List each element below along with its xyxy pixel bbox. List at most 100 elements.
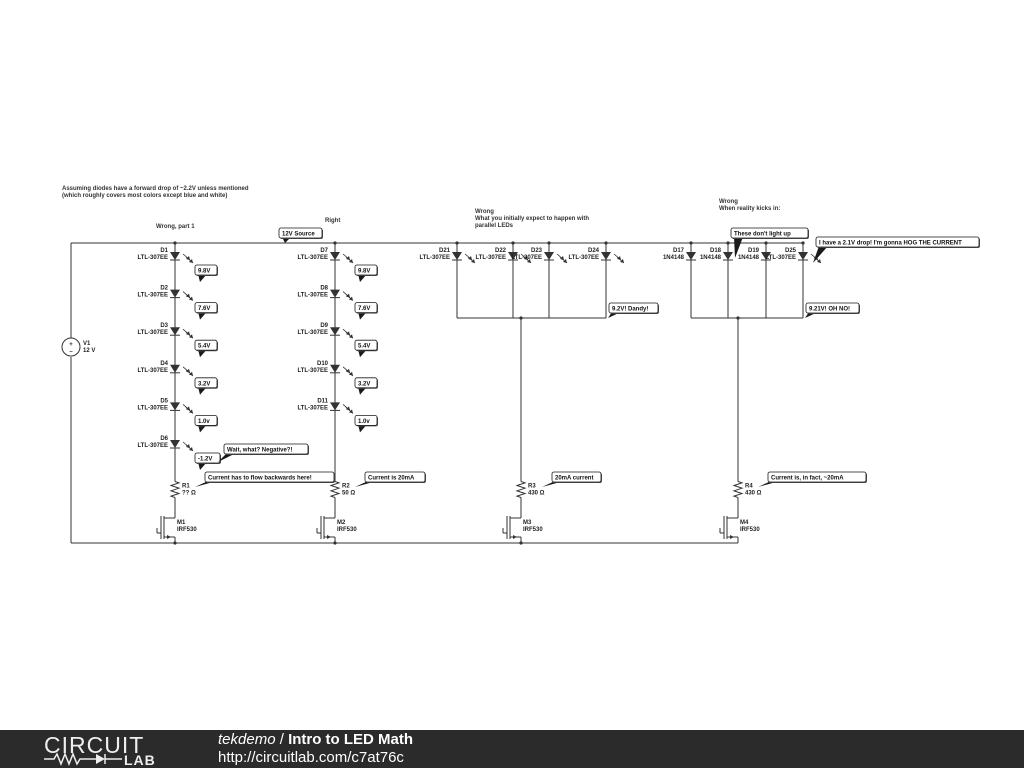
source-value: 12 V [83, 348, 95, 354]
assumption-note-line2: (which roughly covers most colors except… [62, 193, 227, 199]
diode-name-d4: D4 [160, 361, 168, 367]
heading-wrong-part1: Wrong, part 1 [156, 224, 195, 230]
callout-pointer [218, 453, 236, 462]
diode-name-d2: D2 [160, 286, 168, 292]
junction-dot [333, 241, 337, 245]
diode-symbol-d25 [798, 252, 808, 260]
voltage-source-symbol [61, 337, 81, 357]
diode-symbol-d22 [508, 252, 518, 260]
diode-name-d18: D18 [710, 248, 722, 254]
diode-symbol-d3 [170, 327, 180, 336]
junction-dot [801, 241, 805, 245]
diode-part-d17: 1N4148 [663, 255, 685, 261]
mosfet-part: IRF530 [337, 527, 357, 533]
led-ray-arrowhead [189, 334, 193, 339]
resistor-symbol-r1 [169, 481, 181, 498]
mosfet-name: M2 [337, 520, 346, 526]
diode-symbol-d2 [170, 289, 180, 298]
callout-hog-text: I have a 2.1V drop! I'm gonna HOG THE CU… [819, 241, 962, 247]
callout-oh-no [805, 302, 860, 314]
diode-part-d10: LTL-307EE [297, 368, 328, 374]
diode-part-d8: LTL-307EE [297, 293, 328, 299]
callout-12v-source [278, 227, 323, 239]
heading-wrong-parallel: Wrong [475, 209, 494, 215]
heading-right: Right [325, 218, 340, 224]
schematic-svg: +– Assuming diodes have a forward drop o… [61, 186, 980, 545]
callout-no-light-text: These don't light up [734, 232, 791, 238]
led-ray-arrowhead [349, 371, 353, 376]
callout-r2-text: Current is 20mA [368, 476, 415, 482]
junction-dot [173, 241, 177, 245]
diode-part-d21: LTL-307EE [419, 255, 450, 261]
heading-wrong-reality-line1: When reality kicks in: [719, 206, 780, 212]
project-user-link[interactable]: tekdemo [218, 731, 276, 748]
diode-part-d19: 1N4148 [738, 255, 760, 261]
led-ray-arrowhead [349, 334, 353, 339]
callout-d4-text: 3.2V [198, 381, 210, 387]
callout-r2 [364, 471, 426, 483]
mosfet-name: M1 [177, 520, 186, 526]
diode-part-d2: LTL-307EE [137, 293, 168, 299]
callout-hog [815, 236, 980, 248]
callout-d1 [194, 264, 218, 276]
assumption-note-line1: Assuming diodes have a forward drop of ~… [62, 186, 249, 192]
diode-symbol-d6 [170, 440, 180, 448]
led-ray-arrowhead [189, 409, 193, 414]
mosfet-name: M3 [523, 520, 532, 526]
led-light-icon [182, 253, 194, 264]
diode-name-d24: D24 [588, 248, 600, 254]
led-light-icon [556, 253, 568, 264]
diode-symbol-d1 [170, 252, 180, 260]
junction-dot [511, 241, 515, 245]
diode-name-d22: D22 [495, 248, 507, 254]
led-ray-arrowhead [524, 256, 528, 260]
led-light-icon [342, 291, 354, 301]
source-minus-icon: – [69, 349, 73, 355]
callout-d3 [194, 339, 218, 351]
diode-part-d24: LTL-307EE [568, 255, 599, 261]
led-ray-arrowhead [346, 331, 350, 336]
led-ray-arrowhead [346, 368, 350, 373]
diode-symbol-d11 [330, 402, 340, 411]
callout-dandy-text: 9.2V! Dandy! [612, 307, 648, 313]
mosfet-part: IRF530 [523, 527, 543, 533]
resistor-value: 430 Ω [528, 491, 545, 497]
junction-dot [736, 316, 740, 320]
diode-symbol-d8 [330, 289, 340, 298]
led-ray-arrowhead [186, 368, 190, 373]
junction-dot [604, 241, 608, 245]
components: +– [61, 227, 980, 545]
callout-negative-text: Wait, what? Negative?! [227, 448, 292, 454]
footer-bar [0, 730, 1024, 768]
led-ray-arrowhead [560, 256, 564, 260]
diode-name-d3: D3 [160, 323, 168, 329]
wires [70, 242, 804, 544]
callout-r4 [767, 471, 867, 483]
diode-symbol-d4 [170, 364, 180, 373]
callout-d6-text: -1.2V [198, 457, 212, 463]
diode-part-d4: LTL-307EE [137, 368, 168, 374]
callout-pointer [813, 246, 828, 263]
callout-d2 [194, 302, 218, 314]
led-ray-arrowhead [186, 256, 190, 260]
led-ray-arrowhead [617, 256, 621, 260]
led-ray-arrowhead [189, 371, 193, 376]
diode-part-d1: LTL-307EE [137, 255, 168, 261]
callout-d11 [354, 414, 378, 426]
led-ray-arrowhead [817, 259, 821, 263]
logo-waveform-icon [44, 752, 122, 766]
resistor-name: R2 [342, 484, 350, 490]
led-ray-arrowhead [186, 406, 190, 411]
junction-dot [519, 316, 523, 320]
project-url-link[interactable]: http://circuitlab.com/c7at76c [218, 749, 404, 766]
diode-name-d19: D19 [748, 248, 760, 254]
junction-dot [689, 241, 693, 245]
callout-d7 [354, 264, 378, 276]
callout-oh-no-text: 9.21V! OH NO! [809, 307, 850, 313]
led-ray-arrowhead [471, 259, 475, 263]
diode-part-d3: LTL-307EE [137, 330, 168, 336]
diode-name-d1: D1 [160, 248, 168, 254]
diode-symbol-d24 [601, 252, 611, 260]
callout-d4 [194, 377, 218, 389]
diode-part-d18: 1N4148 [700, 255, 722, 261]
